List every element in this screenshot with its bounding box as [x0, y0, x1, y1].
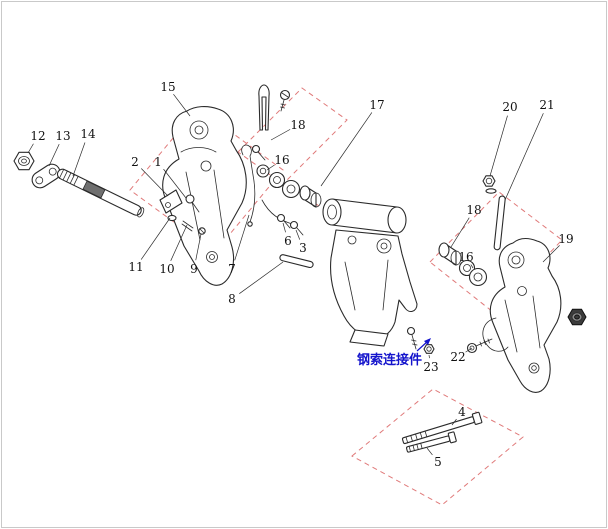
callout-18-right: 18: [466, 203, 481, 217]
leader-line-18-top: [270, 129, 291, 141]
leader-line-23: [428, 354, 430, 359]
part-screw-top: [279, 89, 291, 112]
part-screw-small: [251, 144, 266, 161]
leader-line-13: [48, 144, 60, 167]
callout-6: 6: [284, 234, 292, 248]
leader-line-19: [542, 245, 560, 263]
leader-line-2: [141, 168, 169, 197]
callout-20: 20: [502, 100, 517, 114]
part-hex-nut-12: [13, 151, 35, 171]
part-foot-bolt: [406, 326, 418, 350]
leader-line-21: [504, 113, 544, 201]
part-link-plate-13: [31, 163, 61, 189]
callout-4: 4: [458, 405, 466, 419]
part-swivel-bracket-middle: [322, 198, 418, 347]
callout-8: 8: [228, 292, 236, 306]
part-pivot-bolt-1: [185, 194, 200, 213]
part-pin-21: [493, 195, 506, 251]
part-bushing-17: [299, 185, 322, 208]
leader-line-9: [195, 233, 202, 261]
leader-line-4: [451, 418, 457, 426]
callout-16-left: 16: [274, 153, 289, 167]
leader-line-17: [320, 112, 373, 187]
callout-22: 22: [450, 350, 465, 364]
callout-12: 12: [30, 129, 45, 143]
leader-line-12: [27, 143, 34, 154]
callout-21: 21: [539, 98, 554, 112]
leader-line-20: [489, 115, 508, 177]
part-bolt-4: [401, 411, 483, 445]
part-lock-nut-dark: [567, 308, 587, 326]
callout-7: 7: [228, 262, 236, 276]
part-pivot-shaft-14: [56, 168, 145, 218]
construction-box-right: [429, 191, 563, 313]
callout-23: 23: [423, 360, 438, 374]
note-annotation: 钢索连接件: [357, 338, 431, 368]
construction-box-bottom: [351, 388, 524, 506]
leader-line-11: [140, 217, 171, 260]
leader-line-5: [426, 447, 433, 456]
part-pin-10: [181, 220, 194, 232]
leader-line-14: [72, 142, 86, 177]
part-cotter-pin-18-top: [258, 84, 270, 131]
leader-line-1: [163, 168, 187, 199]
part-hex-nut-20: [482, 175, 497, 194]
part-lever-plate-2: [159, 189, 183, 214]
part-screw-6: [276, 213, 291, 229]
callout-1: 1: [154, 155, 162, 169]
callout-5: 5: [434, 455, 442, 469]
part-clip-9: [198, 227, 206, 235]
callout-2: 2: [131, 155, 139, 169]
part-bolt-5: [406, 431, 457, 453]
leader-line-18-right: [450, 217, 470, 248]
part-washer-stack-left: [256, 164, 301, 199]
note-arrow-head: [424, 338, 431, 345]
part-bushing-11: [167, 214, 177, 222]
callout-18-top: 18: [290, 118, 305, 132]
callout-16-right: 16: [458, 250, 473, 264]
callout-14: 14: [80, 127, 96, 141]
part-screw-3: [289, 220, 304, 236]
cable-connector-note: 钢索连接件: [357, 352, 422, 368]
leader-line-10: [170, 224, 188, 261]
part-clamp-bracket-right-19: [482, 238, 562, 393]
part-clamp-bracket-left: [162, 106, 247, 286]
part-washer-stack-right: [458, 259, 488, 287]
callout-15: 15: [160, 80, 175, 94]
leader-line-15: [173, 93, 191, 117]
leader-line-16-left: [266, 164, 275, 171]
part-hex-nut-23: [423, 344, 435, 354]
callout-17: 17: [369, 98, 384, 112]
leader-line-16-right: [470, 264, 474, 269]
callout-19: 19: [558, 232, 573, 246]
leader-line-3: [295, 229, 301, 240]
callout-13: 13: [55, 129, 70, 143]
leader-line-7: [234, 214, 250, 261]
part-bushing-18-right: [438, 242, 462, 266]
callout-3: 3: [299, 241, 307, 255]
callout-11: 11: [128, 260, 143, 274]
callout-10: 10: [159, 262, 174, 276]
leader-line-6: [282, 222, 286, 233]
part-pin-8: [279, 254, 314, 269]
leader-line-22: [465, 347, 473, 353]
callout-9: 9: [190, 262, 198, 276]
leader-line-8: [239, 261, 284, 294]
